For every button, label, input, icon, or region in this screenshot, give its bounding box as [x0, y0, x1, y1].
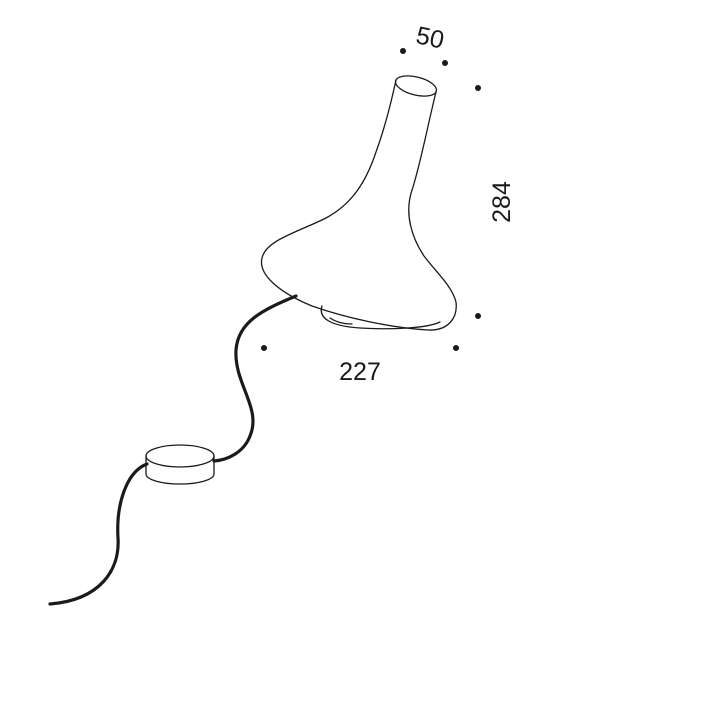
- base-diameter-marker-right: [453, 345, 459, 351]
- lamp-cable-lower: [48, 462, 149, 606]
- height-label: 284: [488, 181, 516, 223]
- height-marker-top: [475, 85, 481, 91]
- inline-switch: [145, 444, 215, 485]
- lamp-base-disc-inner: [329, 317, 353, 325]
- inline-switch-top: [145, 444, 215, 468]
- top-diameter-marker-left: [400, 48, 406, 54]
- inline-switch-body: [145, 455, 215, 485]
- top-diameter-label: 50: [413, 21, 446, 54]
- base-diameter-label: 227: [339, 358, 381, 386]
- base-diameter-marker-left: [261, 345, 267, 351]
- top-diameter-marker-right: [442, 60, 448, 66]
- lamp-base-disc: [320, 305, 441, 330]
- lamp-top-opening: [394, 75, 438, 97]
- lamp-cable-upper: [212, 294, 298, 463]
- lamp-shade: [260, 79, 457, 331]
- height-marker-bottom: [475, 313, 481, 319]
